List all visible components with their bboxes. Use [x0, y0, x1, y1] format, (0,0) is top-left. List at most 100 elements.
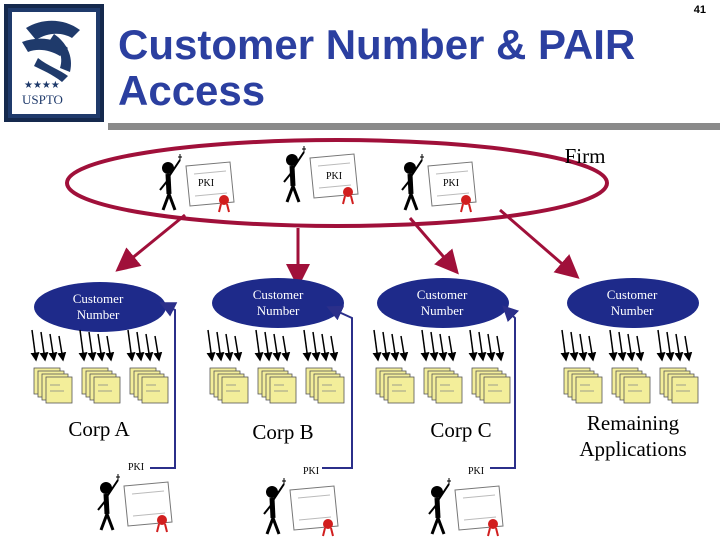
down-arrow [560, 329, 570, 362]
down-arrow [39, 331, 49, 362]
down-arrow [272, 333, 282, 362]
down-arrow [233, 335, 243, 362]
document-icon [269, 376, 297, 404]
corp-b-label: Corp B [252, 420, 314, 444]
return-arrow-a [150, 302, 178, 469]
document-icon [671, 376, 699, 404]
page-title: Customer Number & PAIR Access [118, 22, 698, 114]
title-line-2: Access [118, 67, 266, 114]
down-arrow [438, 333, 448, 362]
down-arrow [447, 335, 457, 362]
down-arrow [372, 329, 382, 362]
groups [30, 278, 699, 404]
person-head-icon [162, 162, 174, 174]
down-arrow [420, 329, 430, 362]
down-arrow [281, 335, 291, 362]
down-arrow [105, 335, 115, 362]
down-arrow [468, 329, 478, 362]
corp-a-person [97, 474, 173, 533]
seal-icon [461, 195, 471, 205]
down-arrow [635, 335, 645, 362]
document-icon [575, 376, 603, 404]
firm-pki-label-2: PKI [326, 171, 343, 182]
uspto-logo: ★★★★ USPTO [4, 4, 104, 122]
corp-b-pki-label: PKI [303, 466, 320, 477]
down-arrow [153, 335, 163, 362]
document-icon [435, 376, 463, 404]
down-arrow [569, 331, 579, 362]
logo-text: USPTO [22, 92, 63, 107]
down-arrow [683, 335, 693, 362]
down-arrow [608, 329, 618, 362]
down-arrow [381, 331, 391, 362]
document-icon [387, 376, 415, 404]
customer-number-oval [212, 278, 344, 328]
down-arrow [96, 333, 106, 362]
person-head-icon [404, 162, 416, 174]
customer-group-3 [560, 278, 699, 404]
firm-person-2 [283, 146, 359, 205]
down-arrow [254, 329, 264, 362]
document-icon [483, 376, 511, 404]
down-arrow [144, 333, 154, 362]
down-arrow [578, 333, 588, 362]
down-arrow [626, 333, 636, 362]
down-arrow [390, 333, 400, 362]
customer-number-oval [34, 282, 166, 332]
arrow-to-group-c [408, 217, 459, 275]
down-arrow [665, 331, 675, 362]
person-head-icon [431, 486, 443, 498]
seal-icon [219, 195, 229, 205]
down-arrow [486, 333, 496, 362]
person-head-icon [266, 486, 278, 498]
person-head-icon [100, 482, 112, 494]
down-arrow [30, 329, 40, 362]
down-arrow [429, 331, 439, 362]
down-arrow [302, 329, 312, 362]
firm-pki-label-3: PKI [443, 178, 460, 189]
return-arrows [150, 302, 520, 469]
customer-number-oval [567, 278, 699, 328]
down-arrow [617, 331, 627, 362]
firm-person-1 [159, 154, 235, 213]
down-arrow [329, 335, 339, 362]
corp-a-pki-label: PKI [128, 462, 145, 473]
down-arrow [126, 329, 136, 362]
down-arrow [263, 331, 273, 362]
title-line-1: Customer Number & PAIR [118, 21, 636, 68]
seal-icon [488, 519, 498, 529]
down-arrow [311, 331, 321, 362]
return-arrow-b [322, 305, 353, 469]
corp-a-label: Corp A [68, 417, 130, 441]
document-icon [317, 376, 345, 404]
document-icon [93, 376, 121, 404]
seal-icon [323, 519, 333, 529]
down-arrow [224, 333, 234, 362]
person-head-icon [286, 154, 298, 166]
down-arrow [587, 335, 597, 362]
svg-text:★★★★: ★★★★ [24, 80, 60, 91]
firm-ellipse [65, 138, 609, 228]
firm-figures [159, 146, 477, 213]
down-arrow [674, 333, 684, 362]
corp-figures [97, 474, 504, 537]
corp-b-person [263, 478, 339, 537]
down-arrow [57, 335, 67, 362]
firm-person-3 [401, 154, 477, 213]
down-arrow [206, 329, 216, 362]
down-arrow [399, 335, 409, 362]
customer-number-oval [377, 278, 509, 328]
firm-pki-label-1: PKI [198, 178, 215, 189]
corp-c-label: Corp C [430, 418, 492, 442]
return-arrow-c [490, 305, 520, 469]
seal-icon [157, 515, 167, 525]
down-arrow [215, 331, 225, 362]
title-divider [108, 123, 720, 130]
firm-label: Firm [564, 144, 606, 168]
down-arrow [320, 333, 330, 362]
